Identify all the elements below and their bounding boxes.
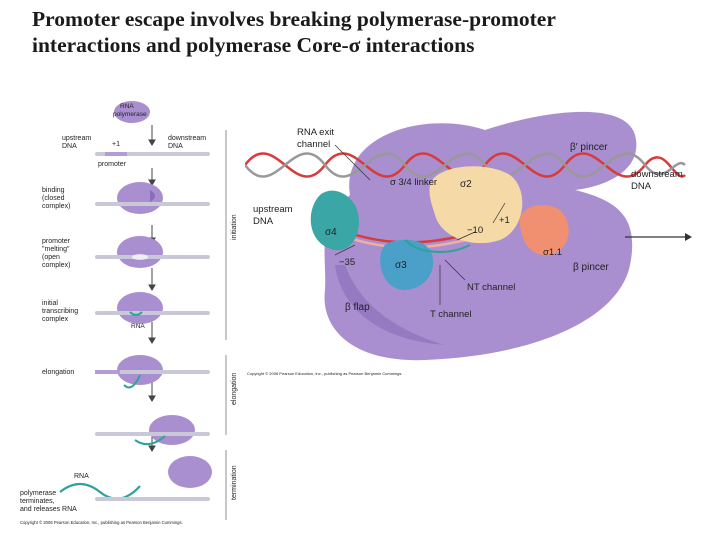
beta-prime-pincer-label: β′ pincer — [570, 142, 608, 153]
melting-label-3: (open — [42, 254, 60, 261]
beta-flap-label: β flap — [345, 302, 370, 313]
sigma11-domain — [519, 205, 569, 256]
plus-one-label: +1 — [112, 141, 120, 148]
plus-one-label: +1 — [499, 215, 510, 226]
elongation-complex-2 — [95, 415, 210, 446]
initial-label-2: transcribing — [42, 308, 78, 315]
initial-label-1: initial — [42, 300, 58, 307]
t-channel-label: T channel — [430, 309, 472, 320]
sigma4-label: σ4 — [325, 227, 337, 238]
upstream-dna-label-2: DNA — [253, 216, 274, 227]
elongation-complex: elongation — [42, 355, 210, 389]
rna-polymerase-label-1: RNA — [120, 103, 134, 110]
left-copyright: Copyright © 2006 Pearson Education, Inc.… — [20, 520, 183, 525]
downstream-dna-label-1: downstream — [168, 135, 206, 142]
upstream-dna-label-1: upstream — [253, 204, 293, 215]
termination-label-3: and releases RNA — [20, 506, 77, 513]
melting-label-2: "melting" — [42, 246, 70, 253]
nt-channel-label: NT channel — [467, 282, 515, 293]
rna-polymerase-label-2: polymerase — [113, 111, 147, 118]
binding-label-3: complex) — [42, 203, 70, 210]
sigma2-domain — [429, 166, 523, 244]
termination-complex: RNA polymerase terminates, and releases … — [20, 456, 212, 513]
closed-complex: binding (closed complex) — [42, 182, 210, 214]
sigma2-label: σ2 — [460, 179, 472, 190]
sigma3-domain — [380, 239, 434, 290]
initial-label-3: complex — [42, 316, 69, 323]
phase-initiation-label: initiation — [231, 214, 238, 240]
minus-ten-label: −10 — [467, 225, 483, 236]
downstream-dna-label-1: downstream — [631, 169, 683, 180]
initial-transcribing-complex: initial transcribing complex RNA — [42, 292, 210, 330]
termination-label-1: polymerase — [20, 490, 56, 497]
right-copyright: Copyright © 2006 Pearson Education, Inc.… — [247, 371, 402, 376]
open-complex: promoter "melting" (open complex) — [42, 236, 210, 269]
transcription-cycle-diagram: RNA polymerase upstream DNA +1 downstrea… — [20, 101, 238, 525]
sigma34-linker-label: σ 3/4 linker — [390, 177, 437, 188]
downstream-dna-label-2: DNA — [168, 143, 183, 150]
melting-label-1: promoter — [42, 238, 71, 245]
promoter-dna: upstream DNA +1 downstream DNA promoter — [62, 135, 210, 168]
promoter-label: promoter — [98, 161, 127, 168]
upstream-dna-label-1: upstream — [62, 135, 91, 142]
melting-label-4: complex) — [42, 262, 70, 269]
rna-release-label: RNA — [74, 473, 89, 480]
nt-channel-rna — [404, 239, 471, 253]
minus-35-label: −35 — [339, 257, 355, 268]
phase-termination-label: termination — [231, 465, 238, 500]
label-leader-lines — [334, 144, 506, 305]
step-arrows — [148, 125, 156, 452]
binding-label-1: binding — [42, 187, 65, 194]
downstream-arrow — [625, 233, 692, 241]
termination-label-2: terminates, — [20, 498, 55, 505]
holoenzyme-structure-diagram: RNA exit channel β′ pincer downstream DN… — [245, 111, 692, 376]
upstream-dna-label-2: DNA — [62, 143, 77, 150]
sigma4-domain — [310, 190, 359, 251]
rna-exit-channel-label-1: RNA exit — [297, 127, 334, 138]
rna-short-label: RNA — [131, 323, 145, 330]
rna-exit-channel-label-2: channel — [297, 139, 330, 150]
slide-title: Promoter escape involves breaking polyme… — [32, 7, 556, 57]
binding-label-2: (closed — [42, 195, 65, 202]
beta-flap-shape — [335, 265, 445, 345]
sigma11-label: σ1.1 — [543, 247, 562, 258]
downstream-dna-label-2: DNA — [631, 181, 652, 192]
elongation-step-label: elongation — [42, 369, 74, 376]
beta-pincer-label: β pincer — [573, 262, 609, 273]
sigma3-label: σ3 — [395, 260, 407, 271]
phase-elongation-label: elongation — [231, 373, 238, 405]
rna-polymerase-top: RNA polymerase — [113, 101, 150, 123]
